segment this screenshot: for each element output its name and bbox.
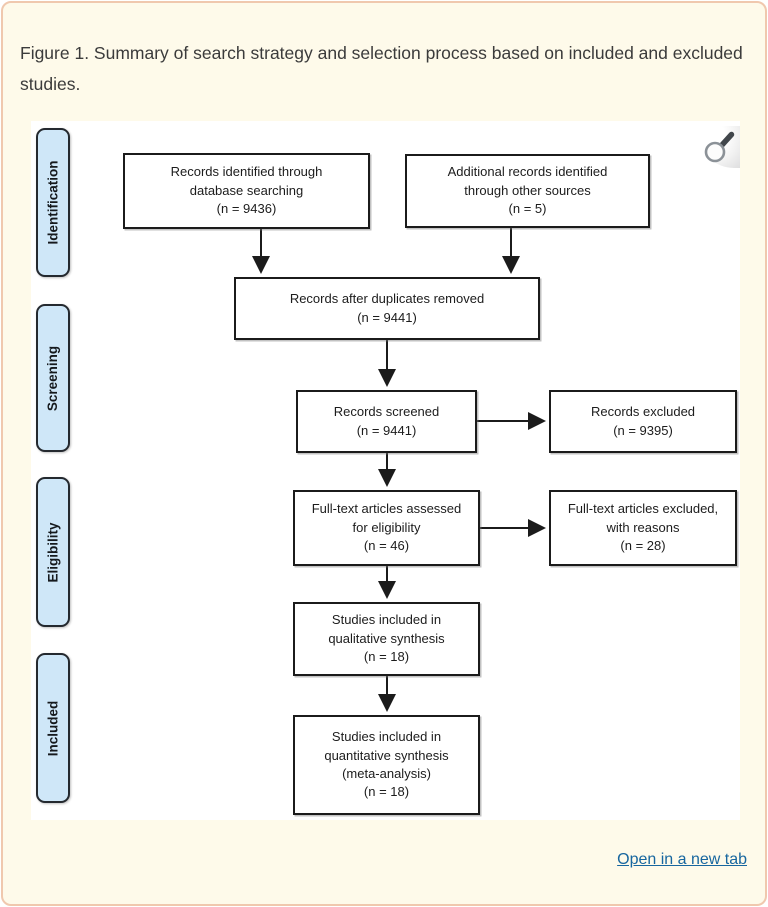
- open-in-new-tab-link[interactable]: Open in a new tab: [617, 851, 747, 868]
- flow-box-fulltext-assessed: Full-text articles assessed for eligibil…: [293, 490, 480, 566]
- stage-label: Screening: [45, 345, 61, 411]
- stage-label: Identification: [45, 160, 61, 245]
- stage-label: Eligibility: [45, 521, 61, 583]
- stage-identification: Identification: [36, 128, 70, 277]
- flow-box-fulltext-excluded: Full-text articles excluded, with reason…: [549, 490, 737, 566]
- figure-caption: Figure 1. Summary of search strategy and…: [20, 43, 743, 94]
- flow-box-records-screened: Records screened (n = 9441): [296, 390, 477, 453]
- stage-included: Included: [36, 653, 70, 803]
- zoom-figure-button[interactable]: [698, 126, 740, 168]
- flow-box-qualitative-synthesis: Studies included in qualitative synthesi…: [293, 602, 480, 676]
- flow-box-quantitative-synthesis: Studies included in quantitative synthes…: [293, 715, 480, 815]
- magnifier-zoom-icon: [704, 131, 735, 163]
- flow-box-records-excluded: Records excluded (n = 9395): [549, 390, 737, 453]
- prisma-flow-diagram: Identification Screening Eligibility Inc…: [31, 121, 740, 820]
- stage-label: Included: [45, 700, 61, 756]
- flow-box-additional-records: Additional records identified through ot…: [405, 154, 650, 228]
- flow-box-after-duplicates: Records after duplicates removed (n = 94…: [234, 277, 540, 340]
- stage-eligibility: Eligibility: [36, 477, 70, 627]
- flow-box-records-identified: Records identified through database sear…: [123, 153, 370, 229]
- stage-screening: Screening: [36, 304, 70, 452]
